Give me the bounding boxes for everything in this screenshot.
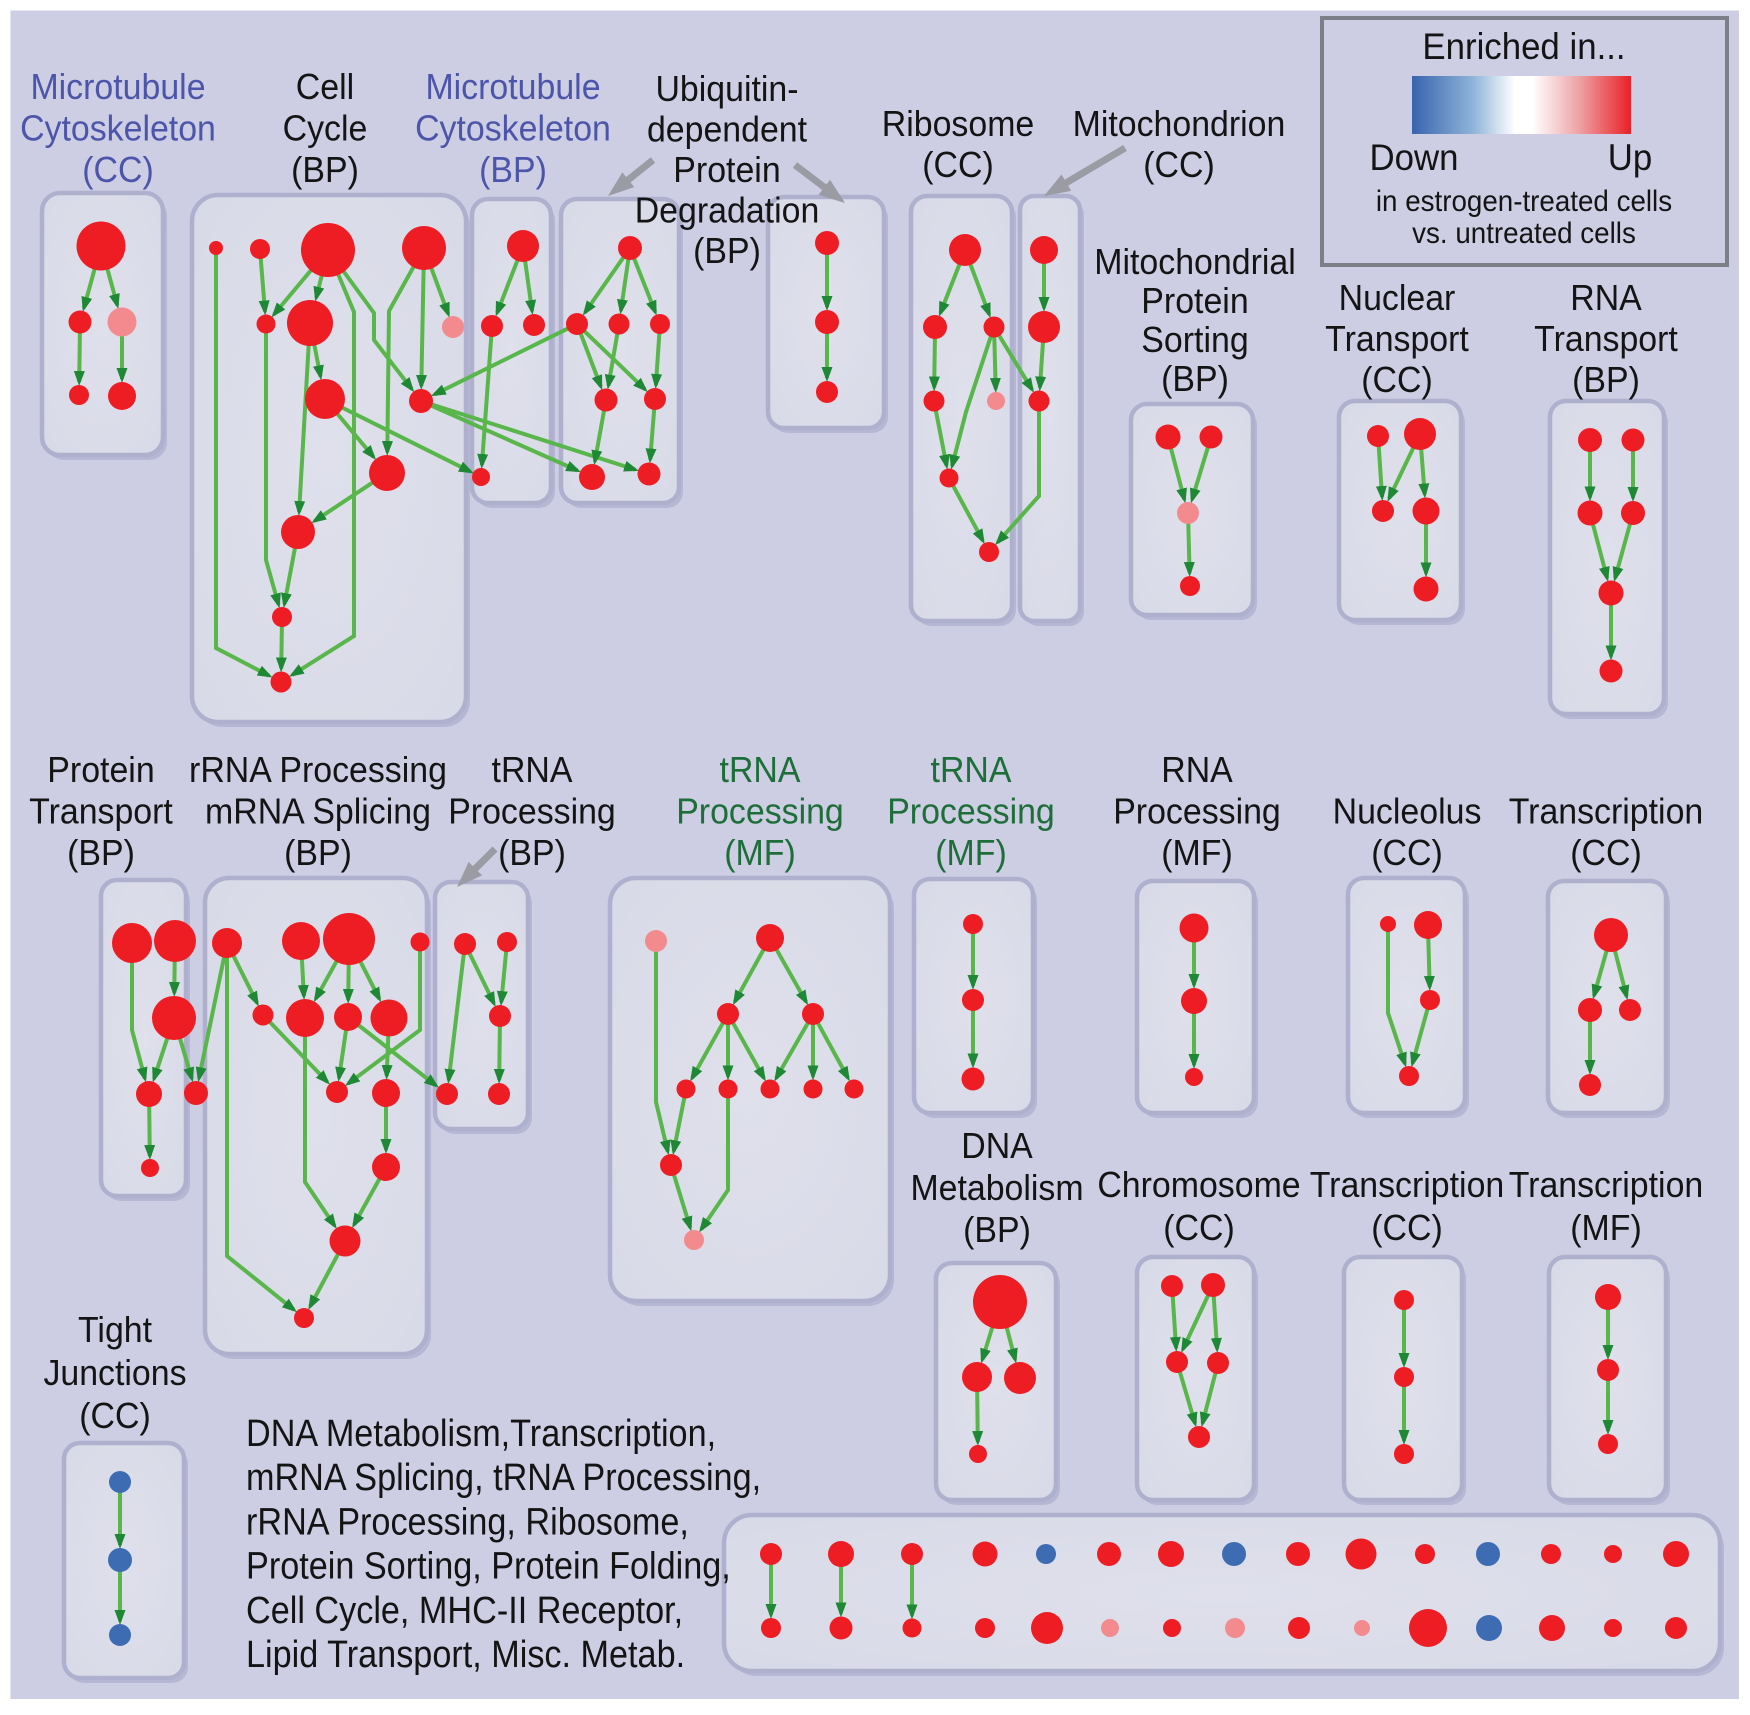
svg-text:Transport: Transport [29,791,173,832]
svg-text:(CC): (CC) [82,149,154,190]
svg-text:(BP): (BP) [1572,359,1640,400]
svg-text:rRNA Processing: rRNA Processing [189,749,447,790]
svg-text:Sorting: Sorting [1141,319,1248,360]
svg-text:tRNA: tRNA [931,749,1012,790]
svg-text:(MF): (MF) [935,832,1007,873]
svg-text:Mitochondrion: Mitochondrion [1073,103,1286,144]
svg-text:(CC): (CC) [1143,144,1215,185]
svg-text:Transport: Transport [1325,318,1469,359]
svg-text:Degradation: Degradation [635,190,820,231]
svg-text:Processing: Processing [1113,791,1281,832]
svg-text:Junctions: Junctions [43,1352,186,1393]
svg-text:Transport: Transport [1534,318,1678,359]
svg-text:(CC): (CC) [922,144,994,185]
svg-text:(CC): (CC) [79,1395,151,1436]
svg-text:Processing: Processing [676,791,844,832]
svg-text:(BP): (BP) [284,832,352,873]
svg-text:tRNA: tRNA [720,749,801,790]
svg-text:(MF): (MF) [724,832,796,873]
svg-text:Cytoskeleton: Cytoskeleton [20,108,216,149]
svg-text:(BP): (BP) [291,149,359,190]
svg-text:Chromosome: Chromosome [1097,1164,1300,1205]
svg-text:vs. untreated cells: vs. untreated cells [1412,217,1636,250]
svg-text:Cycle: Cycle [283,108,368,149]
svg-text:Cytoskeleton: Cytoskeleton [415,108,611,149]
svg-text:(BP): (BP) [67,832,135,873]
svg-text:Protein: Protein [1141,280,1248,321]
svg-text:Tight: Tight [78,1309,152,1350]
svg-text:DNA Metabolism,Transcription,: DNA Metabolism,Transcription, [246,1413,716,1455]
svg-text:(CC): (CC) [1361,359,1433,400]
svg-text:(CC): (CC) [1163,1207,1235,1248]
svg-text:(CC): (CC) [1570,832,1642,873]
svg-text:Ubiquitin-: Ubiquitin- [655,68,798,109]
svg-text:Cell Cycle, MHC-II Receptor,: Cell Cycle, MHC-II Receptor, [246,1590,683,1632]
svg-text:Mitochondrial: Mitochondrial [1094,241,1296,282]
svg-text:(BP): (BP) [498,832,566,873]
svg-text:mRNA Splicing, tRNA Processing: mRNA Splicing, tRNA Processing, [246,1457,761,1499]
svg-text:mRNA Splicing: mRNA Splicing [205,791,431,832]
svg-text:Transcription: Transcription [1310,1164,1505,1205]
svg-text:Microtubule: Microtubule [30,66,205,107]
svg-text:Processing: Processing [448,791,616,832]
svg-text:in estrogen-treated cells: in estrogen-treated cells [1376,185,1672,218]
svg-text:Cell: Cell [296,66,354,107]
svg-text:(BP): (BP) [479,149,547,190]
svg-text:tRNA: tRNA [492,749,573,790]
svg-text:Lipid Transport, Misc. Metab.: Lipid Transport, Misc. Metab. [246,1634,685,1676]
svg-text:(BP): (BP) [693,230,761,271]
svg-text:Protein: Protein [47,749,154,790]
svg-text:RNA: RNA [1161,749,1233,790]
svg-text:Transcription: Transcription [1509,791,1704,832]
svg-text:Nuclear: Nuclear [1339,277,1456,318]
svg-text:Enriched in...: Enriched in... [1422,26,1625,67]
svg-text:(BP): (BP) [963,1209,1031,1250]
svg-text:Protein: Protein [673,149,780,190]
svg-text:Metabolism: Metabolism [910,1167,1083,1208]
svg-text:Transcription: Transcription [1509,1164,1704,1205]
svg-text:Up: Up [1608,137,1653,178]
svg-text:dependent: dependent [647,109,807,150]
svg-text:DNA: DNA [961,1125,1033,1166]
svg-text:Down: Down [1370,137,1459,178]
svg-text:(MF): (MF) [1161,832,1233,873]
svg-text:(MF): (MF) [1570,1207,1642,1248]
svg-text:(CC): (CC) [1371,1207,1443,1248]
svg-text:Microtubule: Microtubule [425,66,600,107]
svg-text:rRNA Processing, Ribosome,: rRNA Processing, Ribosome, [246,1501,689,1543]
svg-text:RNA: RNA [1570,277,1642,318]
svg-text:Protein Sorting, Protein Foldi: Protein Sorting, Protein Folding, [246,1546,731,1588]
svg-text:(BP): (BP) [1161,358,1229,399]
svg-text:Nucleolus: Nucleolus [1333,791,1482,832]
svg-text:Processing: Processing [887,791,1055,832]
svg-text:Ribosome: Ribosome [882,103,1035,144]
svg-text:(CC): (CC) [1371,832,1443,873]
